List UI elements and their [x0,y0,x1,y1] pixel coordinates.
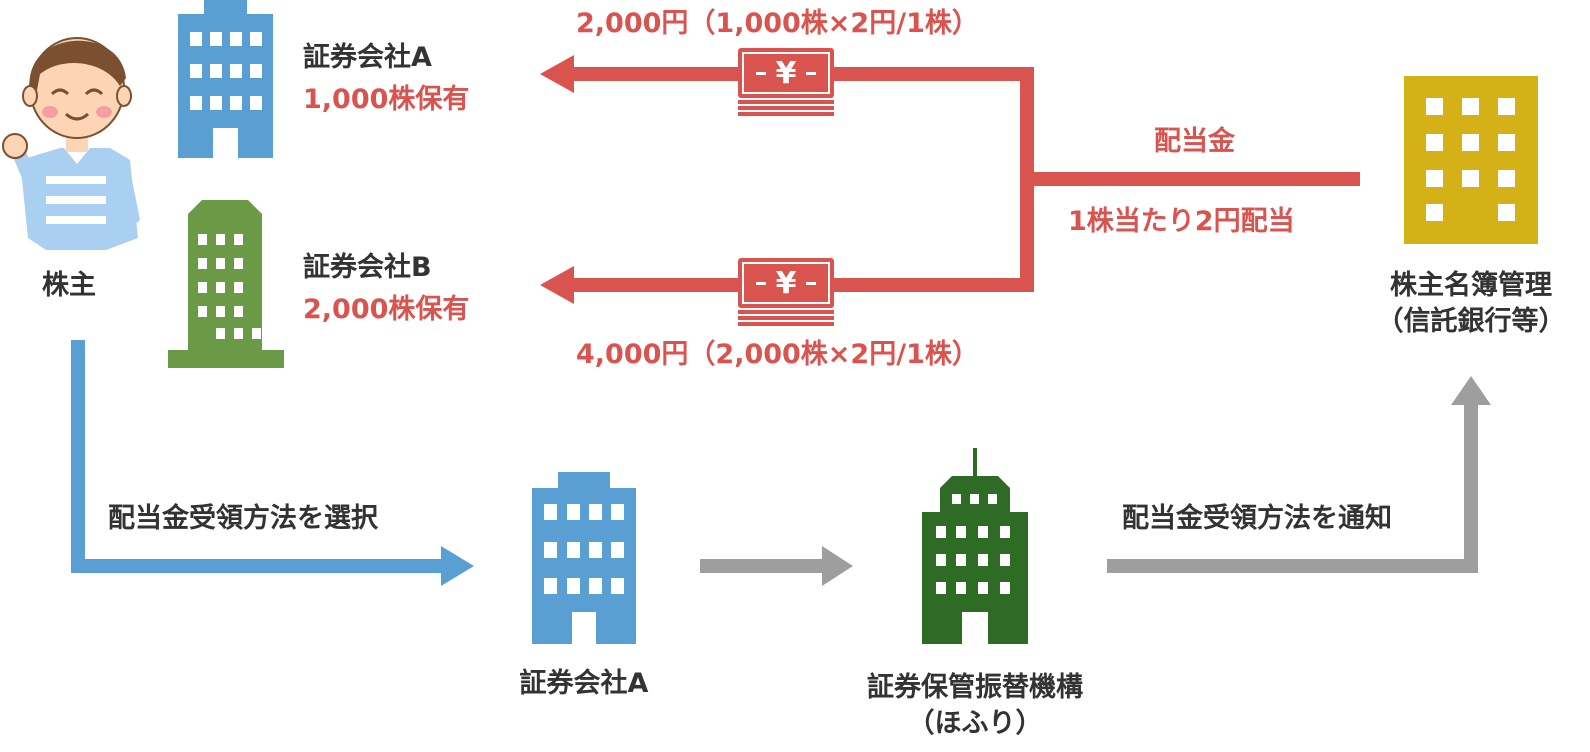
building-icon [178,0,273,158]
building-icon [532,472,636,644]
red-arrowhead-bottom [540,266,574,304]
notify-method-arrow [1107,376,1491,573]
jasdec-label-line1: 証券保管振替機構 [867,672,1083,703]
broker-a-name: 証券会社A [303,42,432,73]
yen-banknote-icon: ¥ [738,258,834,326]
jasdec-label: 証券保管振替機構 （ほふり） [832,670,1118,743]
yen-symbol: ¥ [776,56,797,91]
dividend-connector [540,55,1360,304]
red-arrowhead-top [540,55,574,93]
payment-a-label: 2,000円（1,000株×2円/1株） [576,8,979,39]
select-method-label: 配当金受領方法を選択 [108,503,378,534]
broker-b-name: 証券会社B [303,252,432,283]
broker-a-bottom-label: 証券会社A [519,668,649,699]
yen-symbol: ¥ [776,266,797,301]
broker-b-holding: 2,000株保有 [303,294,470,325]
jasdec-label-line2: （ほふり） [907,708,1043,740]
dividend-rate-label: 1株当たり2円配当 [1068,206,1295,237]
red-line-from-registrar [1027,172,1360,186]
notify-method-label: 配当金受領方法を通知 [1122,503,1392,534]
building-icon [922,448,1028,644]
registrar-label-line2: （信託銀行等） [1376,306,1566,338]
yen-banknote-icon: ¥ [738,48,834,116]
building-icon [168,200,284,368]
payment-b-label: 4,000円（2,000株×2円/1株） [576,339,979,370]
person-icon [2,37,140,250]
select-method-arrow [71,340,474,586]
forward-arrow [700,546,853,586]
dividend-label: 配当金 [1154,126,1235,157]
broker-a-holding: 1,000株保有 [303,84,470,115]
registrar-label: 株主名簿管理 （信託銀行等） [1366,268,1576,341]
shareholder-label: 株主 [42,270,96,301]
building-icon [1404,76,1538,244]
registrar-label-line1: 株主名簿管理 [1390,270,1552,301]
